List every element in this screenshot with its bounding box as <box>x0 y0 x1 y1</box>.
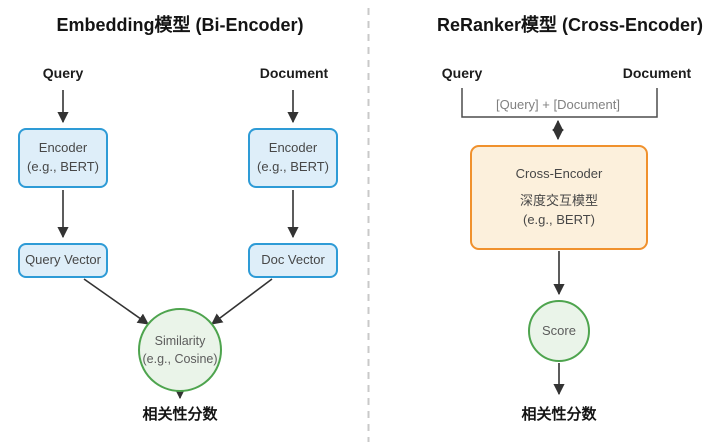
encoder-query-node: Encoder (e.g., BERT) <box>18 128 108 188</box>
cross-encoder-node: Cross-Encoder 深度交互模型 (e.g., BERT) <box>470 145 648 250</box>
query-vector-node: Query Vector <box>18 243 108 278</box>
left-document-label: Document <box>259 65 329 81</box>
doc-vector-node: Doc Vector <box>248 243 338 278</box>
left-output-label: 相关性分数 <box>142 406 218 423</box>
encoder-doc-name: Encoder <box>268 140 318 156</box>
left-query-label: Query <box>42 65 84 81</box>
right-document-label: Document <box>622 65 692 81</box>
arrow-doc-vector-to-similarity <box>211 278 273 325</box>
cross-encoder-detail: (e.g., BERT) <box>522 211 595 227</box>
encoder-doc-node: Encoder (e.g., BERT) <box>248 128 338 188</box>
doc-vector-label: Doc Vector <box>261 252 325 268</box>
score-label: Score <box>542 322 576 338</box>
cross-encoder-subtitle: 深度交互模型 <box>519 193 598 209</box>
similarity-name: Similarity <box>154 333 206 348</box>
encoder-doc-detail: (e.g., BERT) <box>256 159 329 174</box>
encoder-query-detail: (e.g., BERT) <box>26 159 99 174</box>
right-query-label: Query <box>441 65 483 81</box>
right-output-label: 相关性分数 <box>521 406 597 423</box>
concat-label: [Query] + [Document] <box>496 97 620 112</box>
encoder-query-name: Encoder <box>38 140 88 156</box>
similarity-detail: (e.g., Cosine) <box>142 352 218 366</box>
arrow-query-vector-to-similarity <box>83 278 149 325</box>
right-panel-title: ReRanker模型 (Cross-Encoder) <box>436 15 704 35</box>
cross-encoder-name: Cross-Encoder <box>515 166 603 182</box>
query-vector-label: Query Vector <box>25 252 101 268</box>
left-panel-title: Embedding模型 (Bi-Encoder) <box>56 15 304 35</box>
score-node: Score <box>528 300 590 362</box>
similarity-node: Similarity (e.g., Cosine) <box>138 308 222 392</box>
